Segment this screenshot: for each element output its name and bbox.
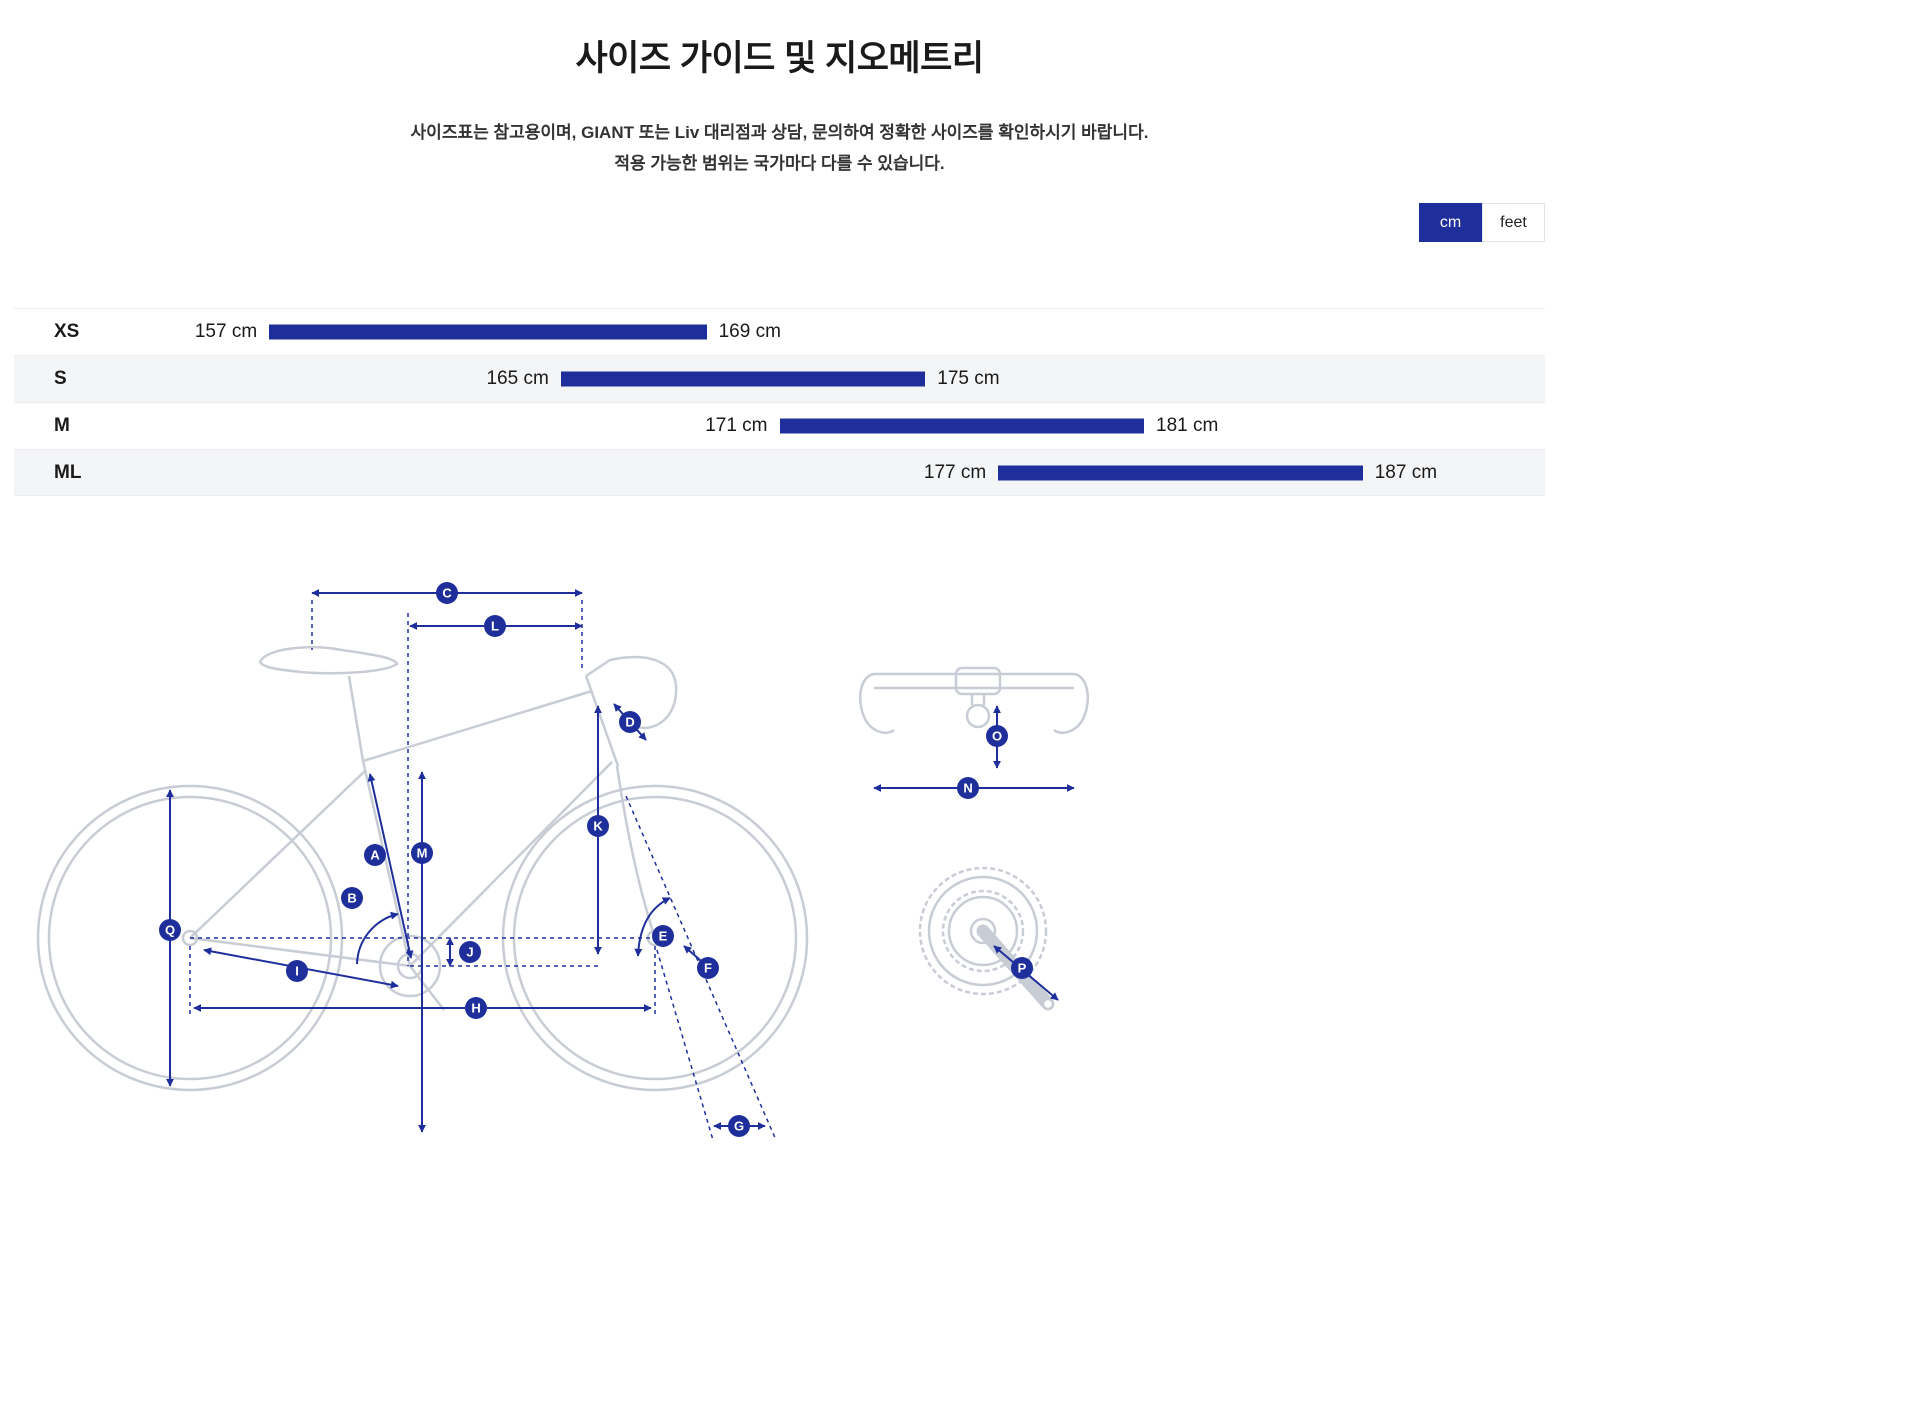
geometry-label-p: P [1011, 957, 1033, 979]
min-height-label: 171 cm [705, 415, 768, 436]
height-range-bar [998, 465, 1363, 480]
measure-e-arc [634, 897, 671, 957]
svg-text:N: N [963, 781, 972, 796]
geometry-label-f: F [697, 957, 719, 979]
geometry-diagram: A B C D E F G H I J [20, 558, 1545, 1175]
svg-text:C: C [442, 586, 452, 601]
svg-text:J: J [466, 945, 473, 960]
svg-text:H: H [471, 1001, 480, 1016]
height-range-bar [779, 418, 1145, 434]
geometry-label-e: E [652, 925, 674, 947]
geometry-label-q: Q [159, 919, 181, 941]
unit-feet-button[interactable]: feet [1482, 203, 1545, 242]
page-subtitle-line1: 사이즈표는 참고용이며, GIANT 또는 Liv 대리점과 상담, 문의하여 … [410, 123, 1149, 142]
measure-a-line [367, 773, 414, 959]
svg-text:M: M [417, 846, 428, 861]
min-height-label: 177 cm [923, 461, 987, 483]
max-height-label: 187 cm [1374, 461, 1438, 483]
geometry-label-n: N [957, 777, 979, 799]
svg-text:B: B [347, 891, 356, 906]
handlebar-line-art [858, 666, 1090, 734]
max-height-label: 181 cm [1156, 415, 1219, 436]
geometry-label-j: J [459, 941, 481, 963]
svg-text:K: K [593, 819, 603, 834]
measurement-guides [189, 600, 777, 1141]
svg-text:O: O [992, 729, 1002, 744]
geometry-label-b: B [341, 887, 363, 909]
geometry-label-a: A [364, 844, 386, 866]
geometry-label-m: M [411, 842, 433, 864]
geometry-label-g: G [728, 1115, 750, 1137]
svg-text:D: D [625, 715, 634, 730]
size-label: S [54, 368, 67, 389]
geometry-diagram-svg: A B C D E F G H I J [36, 582, 1090, 1141]
unit-toggle: cm feet [1419, 203, 1545, 242]
height-range-bar [269, 324, 707, 340]
geometry-label-c: C [436, 582, 458, 604]
size-label: ML [54, 461, 82, 483]
size-label: M [54, 415, 70, 436]
measure-b-arc [356, 911, 399, 965]
size-row-m: M 171 cm 181 cm [14, 402, 1545, 449]
svg-text:P: P [1018, 961, 1027, 976]
svg-text:G: G [734, 1119, 744, 1134]
height-range-bar [560, 371, 926, 387]
max-height-label: 169 cm [718, 321, 781, 342]
svg-text:L: L [491, 619, 499, 634]
svg-text:E: E [659, 929, 668, 944]
geometry-label-o: O [986, 725, 1008, 747]
svg-text:Q: Q [165, 923, 175, 938]
unit-toggle-row: cm feet [14, 203, 1545, 242]
svg-text:F: F [704, 961, 712, 976]
svg-text:I: I [295, 964, 299, 979]
size-row-s: S 165 cm 175 cm [14, 355, 1545, 402]
page-subtitle-line2: 적용 가능한 범위는 국가마다 다를 수 있습니다. [614, 154, 945, 173]
min-height-label: 157 cm [194, 321, 258, 342]
svg-text:A: A [370, 848, 380, 863]
min-height-label: 165 cm [486, 368, 549, 389]
unit-cm-button[interactable]: cm [1419, 203, 1482, 242]
max-height-label: 175 cm [937, 368, 1000, 389]
page-title: 사이즈 가이드 및 지오메트리 [575, 39, 984, 78]
size-row-ml: ML 177 cm 187 cm [14, 449, 1545, 496]
geometry-label-i: I [286, 960, 308, 982]
geometry-label-h: H [465, 997, 487, 1019]
crankset-line-art [918, 866, 1055, 1011]
geometry-label-l: L [484, 615, 506, 637]
saddle [258, 646, 399, 675]
geometry-label-k: K [587, 815, 609, 837]
geometry-labels: A B C D E F G H I J [159, 582, 1033, 1137]
geometry-label-d: D [619, 711, 641, 733]
size-label: XS [54, 321, 80, 342]
size-row-xs: XS 157 cm 169 cm [14, 308, 1545, 355]
size-guide-page: 사이즈 가이드 및 지오메트리 사이즈표는 참고용이며, GIANT 또는 Li… [14, 0, 1545, 1215]
size-chart: XS 157 cm 169 cm S 165 cm 175 cm M 171 cm 181 cm… [14, 308, 1545, 496]
